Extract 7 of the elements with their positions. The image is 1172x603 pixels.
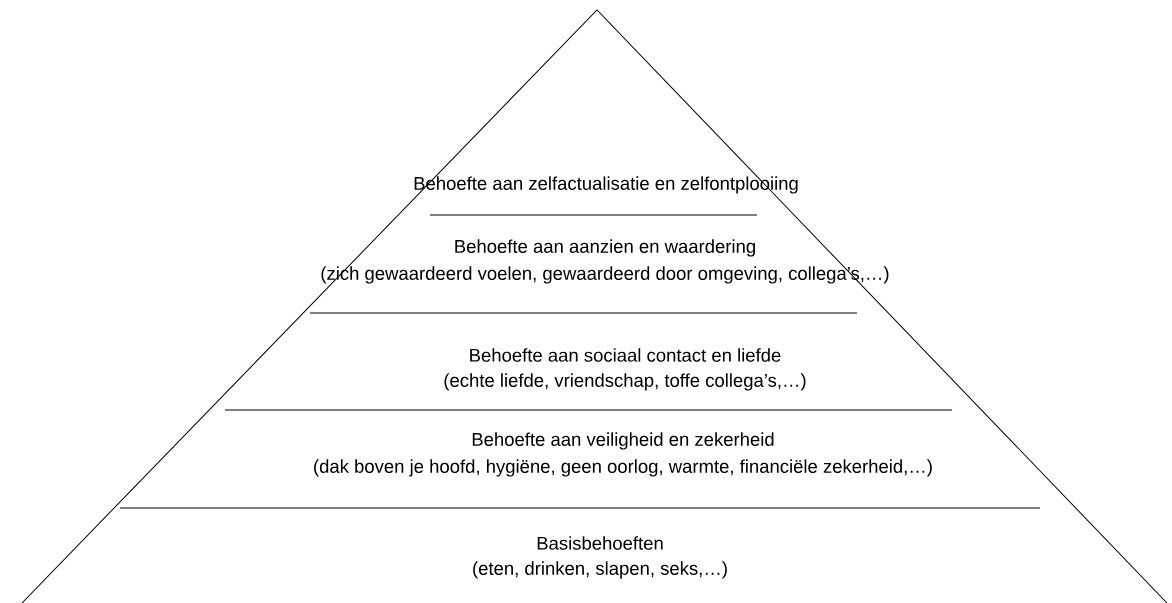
level-title: Behoefte aan aanzien en waardering — [455, 239, 755, 257]
level-description: (dak boven je hoofd, hygiëne, geen oorlog, warmte, financiële zekerheid,…) — [314, 459, 932, 477]
level-description: (echte liefde, vriendschap, toffe collega’s,…) — [444, 373, 806, 391]
level-description: (eten, drinken, slapen, seks,…) — [473, 561, 727, 579]
level-title: Basisbehoeften — [537, 536, 663, 550]
level-title: Behoefte aan veiligheid en zekerheid — [472, 432, 774, 450]
level-title: Behoefte aan sociaal contact en liefde — [470, 348, 781, 362]
